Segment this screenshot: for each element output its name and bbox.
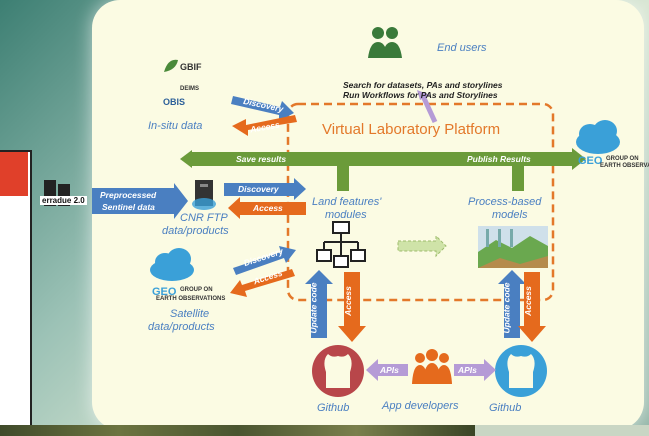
process-access-arrow xyxy=(518,272,546,342)
landscape-model-icon xyxy=(478,226,548,268)
search-label-line1: Search for datasets, PAs and storylines xyxy=(343,80,503,90)
geo-logo-right: GEO xyxy=(578,155,603,167)
end-users-label: End users xyxy=(437,42,487,54)
process-models-label-line1: Process-based xyxy=(468,196,542,208)
process-update-code-arrow xyxy=(498,270,526,338)
cnr-label-line1: CNR FTP xyxy=(180,212,228,224)
cnr-discovery-arrow xyxy=(224,178,306,200)
server-icon-cnr xyxy=(192,180,216,210)
bottom-photo-strip xyxy=(0,425,475,436)
preprocessed-label-line1: Preprocessed xyxy=(100,190,157,200)
publish-results-label: Publish Results xyxy=(467,154,531,164)
satellite-label-line2: data/products xyxy=(148,321,215,333)
cnr-label-line2: data/products xyxy=(162,225,229,237)
flowchart-icon xyxy=(316,221,366,268)
modules-link-arrow xyxy=(397,234,447,258)
cloud-icon-satellite xyxy=(150,248,194,281)
land-access-arrow xyxy=(338,272,366,342)
app-developers-label: App developers xyxy=(382,400,459,412)
left-slide-edge xyxy=(0,150,32,429)
land-update-code-arrow xyxy=(305,270,333,338)
users-vlp-arrow xyxy=(417,90,438,124)
insitu-label: In-situ data xyxy=(148,120,203,132)
obis-logo: OBIS xyxy=(163,97,186,107)
search-label-line2: Run Workflows for PAs and Storylines xyxy=(343,90,498,100)
satellite-label-line1: Satellite xyxy=(170,308,210,320)
cnr-access-arrow xyxy=(228,197,306,219)
terradue-logo: erradue 2.0 xyxy=(40,196,87,205)
github-icon-left xyxy=(312,345,364,397)
save-results-label: Save results xyxy=(236,154,287,164)
insitu-discovery-arrow xyxy=(231,96,294,121)
geo-logo-satellite: GEO xyxy=(152,286,177,298)
preprocessed-arrow xyxy=(92,183,188,219)
geo-right-earth: EARTH OBSERVATIONS xyxy=(600,163,649,169)
satellite-discovery-arrow xyxy=(233,246,296,275)
vlp-title: Virtual Laboratory Platform xyxy=(322,121,501,138)
github-right-label: Github xyxy=(489,402,522,414)
diagram-panel xyxy=(92,0,644,430)
land-features-label-line2: modules xyxy=(325,209,367,221)
apis-arrow-right xyxy=(454,359,496,381)
process-access-label: Access xyxy=(522,286,533,316)
land-update-code-label: Update code xyxy=(308,282,319,334)
satellite-access-arrow xyxy=(230,269,295,297)
deims-logo: DEIMS xyxy=(180,86,200,92)
cnr-access-label: Access xyxy=(253,203,283,213)
geo-satellite-earth: EARTH OBSERVATIONS xyxy=(156,296,226,302)
geo-right-group: GROUP ON xyxy=(606,156,639,162)
apis-left-label: APIs xyxy=(380,365,399,375)
insitu-access-arrow xyxy=(232,115,297,136)
preprocessed-label-line2: Sentinel data xyxy=(102,202,155,212)
github-left-label: Github xyxy=(317,402,350,414)
left-slide-red-block xyxy=(0,152,28,196)
cloud-icon-top-right xyxy=(576,120,620,154)
gbif-leaf-icon xyxy=(164,59,178,72)
land-access-label: Access xyxy=(342,286,353,316)
gbif-logo: GBIF xyxy=(180,62,202,72)
bottom-right-strip xyxy=(475,425,649,436)
save-results-arrow xyxy=(180,148,586,191)
cnr-discovery-label: Discovery xyxy=(238,184,279,194)
process-models-label-line2: models xyxy=(492,209,528,221)
land-features-label-line1: Land features' xyxy=(312,196,382,208)
apis-right-label: APIs xyxy=(458,365,477,375)
people-icon xyxy=(412,349,452,384)
process-update-code-label: Update code xyxy=(501,282,512,334)
users-icon xyxy=(368,27,402,58)
github-icon-right xyxy=(495,345,547,397)
apis-arrow-left xyxy=(366,359,408,381)
geo-satellite-group: GROUP ON xyxy=(180,287,213,293)
